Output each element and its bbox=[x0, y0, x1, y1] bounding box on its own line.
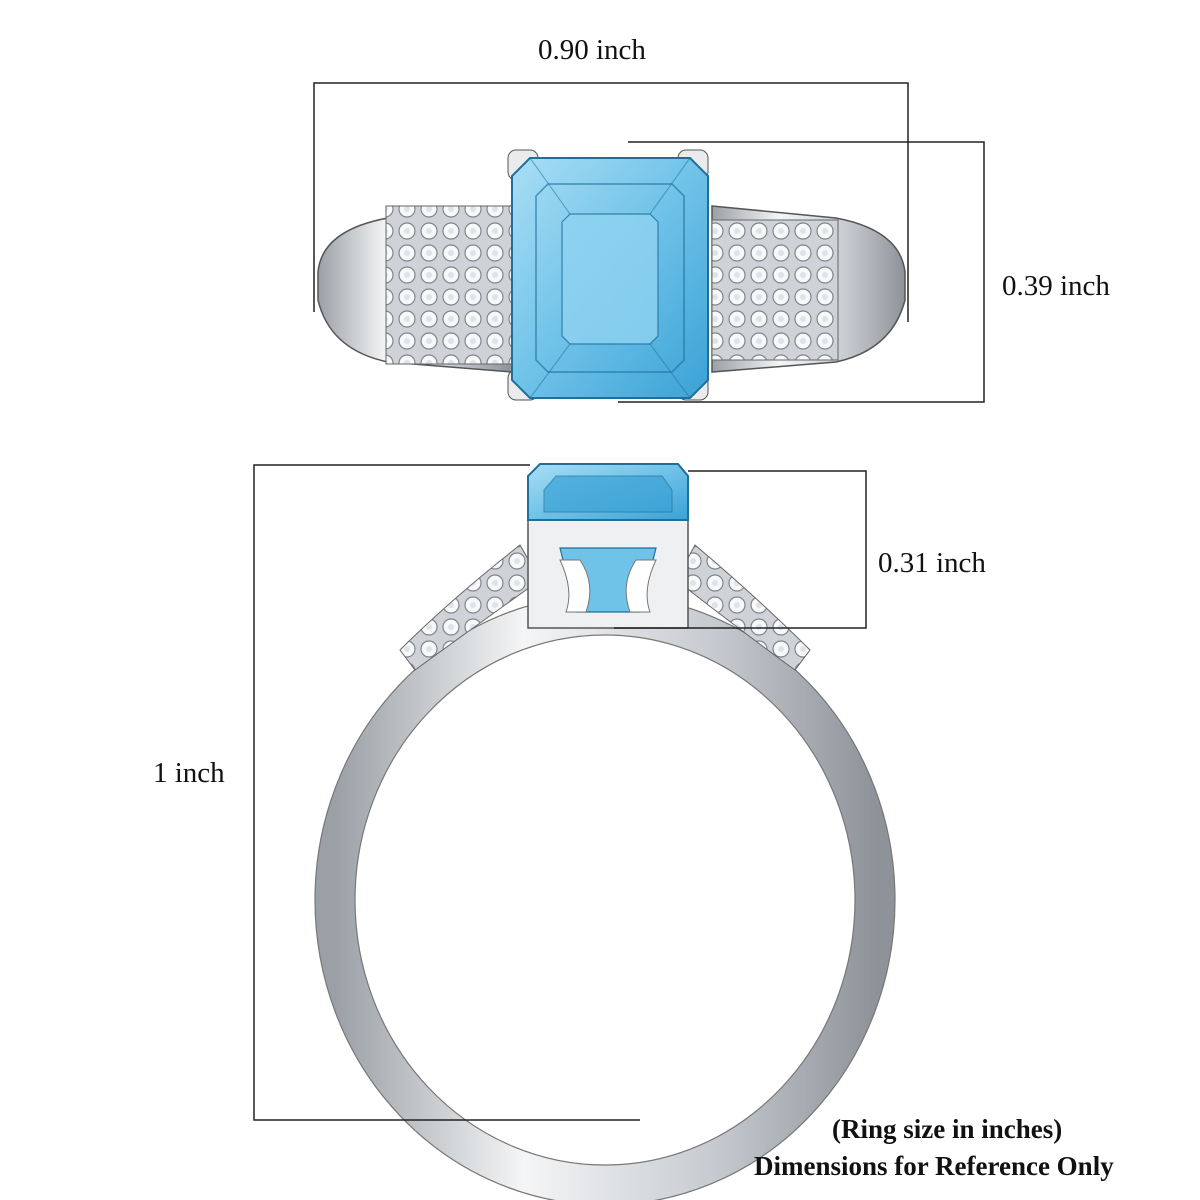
side-height-label: 0.31 inch bbox=[878, 547, 986, 579]
footnote-line-1: (Ring size in inches) bbox=[832, 1114, 1063, 1144]
top-height-label: 0.39 inch bbox=[1002, 270, 1110, 302]
pave-right bbox=[711, 219, 839, 361]
side-height-bracket bbox=[614, 470, 867, 629]
overall-height-label: 1 inch bbox=[153, 757, 225, 789]
top-view-ring bbox=[317, 149, 906, 401]
top-width-label: 0.90 inch bbox=[538, 34, 646, 66]
pave-left bbox=[385, 205, 513, 365]
side-shank bbox=[315, 595, 895, 1200]
side-view-ring bbox=[314, 463, 896, 1200]
footnote-line-2: Dimensions for Reference Only bbox=[754, 1151, 1114, 1181]
top-width-bracket bbox=[313, 82, 909, 322]
overall-height-bracket bbox=[253, 464, 640, 1121]
top-height-bracket bbox=[618, 141, 985, 403]
